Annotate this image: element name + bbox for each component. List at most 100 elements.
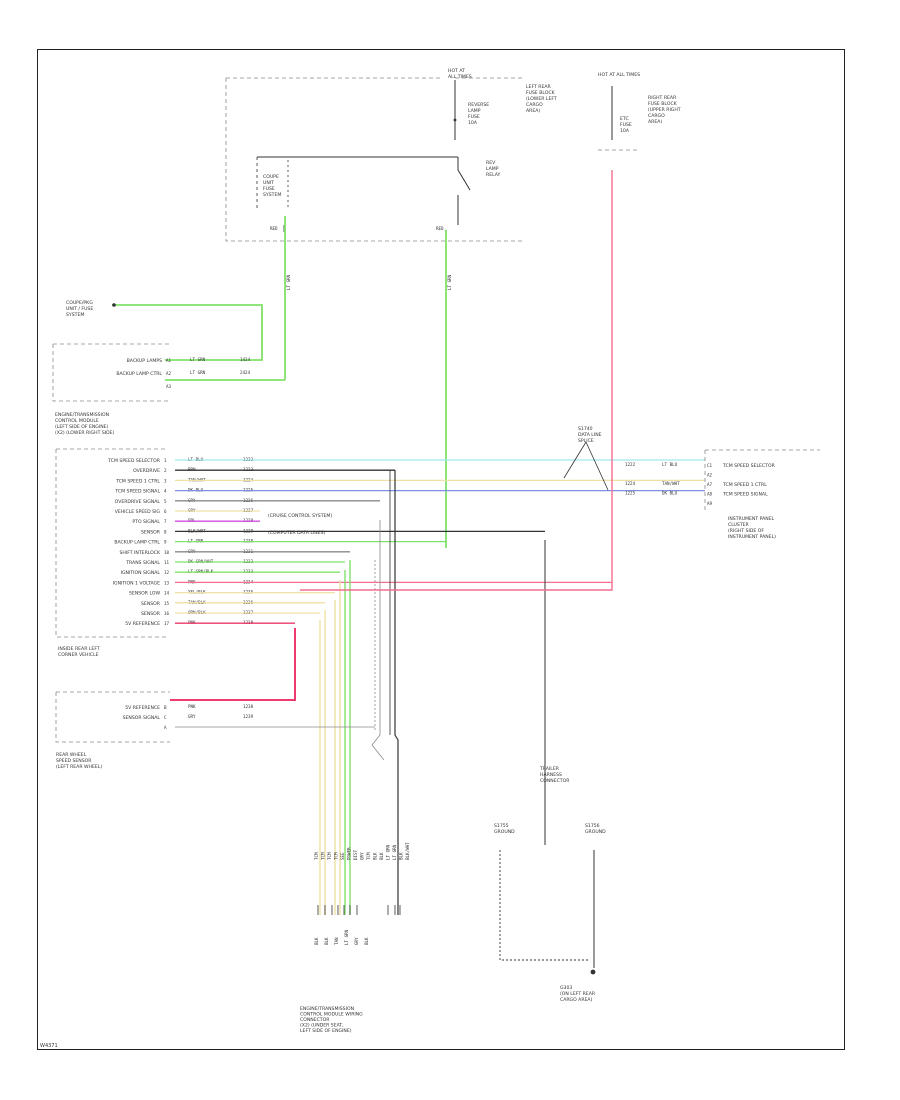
ipc-caption: INSTRUMENT PANEL bbox=[728, 516, 775, 522]
trailer-circuit: 1424 bbox=[240, 357, 251, 362]
left-fuse-block-label: LEFT REAR bbox=[526, 84, 552, 90]
tcm-row-label: SHIFT INTERLOCK bbox=[120, 550, 161, 556]
tcm-row-label: SENSOR bbox=[141, 529, 161, 535]
tcm-row-label: TCM SPEED SIGNAL bbox=[114, 489, 160, 495]
tcm-row-label: SENSOR bbox=[141, 611, 161, 617]
tcm-caption: INSIDE REAR LEFT bbox=[58, 646, 100, 652]
bottom-pin-label: TAN bbox=[334, 937, 339, 945]
tcm-pin: 2 bbox=[164, 468, 167, 473]
tcm-row-label: TRANS SIGNAL bbox=[125, 560, 160, 566]
bottom-vertical-label: LT GRN bbox=[386, 844, 391, 860]
ipc-pin: A2 bbox=[707, 473, 713, 478]
tcm-row-label: SENSOR LOW bbox=[129, 591, 160, 597]
diagram-frame bbox=[37, 49, 845, 1050]
inline-note: (COMPUTER DATA LINES) bbox=[268, 530, 326, 536]
ipc-pin: A8 bbox=[707, 492, 713, 497]
tcm-pin: 4 bbox=[164, 489, 167, 494]
bottom-caption: ENGINE/TRANSMISSION bbox=[300, 1006, 354, 1012]
coupe-unit-label: SYSTEM bbox=[66, 312, 84, 318]
trailer-wire-color: LT GRN bbox=[190, 357, 206, 362]
sensor-wire-color: GRY bbox=[188, 714, 196, 719]
coupe-label: FUSE bbox=[263, 186, 275, 192]
inline-note: (CRUISE CONTROL SYSTEM) bbox=[268, 513, 332, 519]
vertical-wire bbox=[371, 520, 385, 761]
coupe-unit-label: COUPE/PKG bbox=[66, 300, 93, 306]
trailer-pin: A1 bbox=[166, 358, 172, 363]
tcm-row-label: OVERDRIVE SIGNAL bbox=[115, 499, 161, 505]
tcm-pin: 16 bbox=[164, 611, 170, 616]
tcm-pin: 3 bbox=[164, 478, 167, 483]
ground-caption: CARGO AREA) bbox=[560, 997, 593, 1003]
bottom-caption: (X2) (UNDER SEAT, bbox=[300, 1023, 344, 1029]
tcm-pin: 9 bbox=[164, 540, 167, 545]
tcm-pin: 14 bbox=[164, 591, 170, 596]
tcm-title: (X2) (LOWER RIGHT SIDE) bbox=[55, 430, 115, 436]
tcm-row-label: TCM SPEED 1 CTRL bbox=[115, 478, 160, 484]
bottom-pin-label: BLK bbox=[364, 937, 369, 945]
tcm-pin: 8 bbox=[164, 529, 167, 534]
reverse-lamp-fuse-label: FUSE bbox=[468, 114, 480, 120]
bottom-vertical-label: GRY bbox=[360, 852, 365, 860]
tcm-pin: 7 bbox=[164, 519, 167, 524]
sensor-row-label: 5V REFERENCE bbox=[125, 705, 160, 711]
bottom-vertical-label: LT GRN bbox=[392, 844, 397, 860]
bottom-caption: CONNECTOR bbox=[300, 1017, 330, 1023]
sensor-pin: C bbox=[164, 715, 167, 720]
bottom-vertical-label: DIST bbox=[353, 849, 358, 860]
ground-wire bbox=[499, 850, 588, 961]
ipc-wire-color: TAN/WHT bbox=[662, 481, 680, 486]
right-fuse-block-label: RIGHT REAR bbox=[648, 95, 677, 101]
right-fuse-label: 10A bbox=[620, 128, 630, 134]
right-fuse-block-label: AREA) bbox=[648, 119, 662, 125]
bottom-vertical-label: BLK/WHT bbox=[405, 842, 410, 860]
tcm-pin: 1 bbox=[164, 458, 167, 463]
tcm-row-label: 5V REFERENCE bbox=[125, 621, 160, 627]
left-fuse-block-label: CARGO bbox=[526, 102, 543, 108]
trailer-box-outline bbox=[52, 344, 170, 402]
bottom-pin-label: BLK bbox=[314, 937, 319, 945]
ipc-wire-color: LT BLU bbox=[662, 462, 678, 467]
tcm-pin: 17 bbox=[164, 621, 170, 626]
tcm-pin: 15 bbox=[164, 601, 170, 606]
bottom-vertical-label: POWER bbox=[347, 847, 352, 860]
sensor-pin: A bbox=[164, 725, 167, 730]
left-fuse-block-label: (LOWER LEFT bbox=[526, 96, 557, 102]
bottom-vertical-label: TCM bbox=[327, 852, 332, 860]
trailer-pin: A3 bbox=[166, 384, 172, 389]
ipc-caption: CLUSTER bbox=[728, 522, 750, 528]
tcm-row-label: VEHICLE SPEED SIG bbox=[115, 509, 161, 515]
coupe-unit-label: UNIT / FUSE bbox=[66, 306, 93, 312]
wire-label: LT GRN bbox=[447, 274, 452, 290]
tcm-row-label: PTO SIGNAL bbox=[132, 519, 160, 525]
ipc-circuit: 1222 bbox=[625, 462, 636, 467]
trailer-wire-color: LT GRN bbox=[190, 370, 206, 375]
ipc-circuit: 1224 bbox=[625, 481, 636, 486]
ipc-wire-color: DK BLU bbox=[662, 491, 678, 496]
bottom-vertical-label: TCM bbox=[366, 852, 371, 860]
tcm-box-outline bbox=[55, 449, 167, 638]
splice-label: S1740 bbox=[578, 426, 593, 432]
tcm-row-label: SENSOR bbox=[141, 601, 161, 607]
sensor-circuit: 1239 bbox=[243, 714, 254, 719]
bottom-vertical-label: BLK bbox=[379, 852, 384, 860]
right-fuse-block-label: FUSE BLOCK bbox=[648, 101, 678, 107]
fuse-block-outline bbox=[225, 78, 525, 242]
ipc-row-label: TCM SPEED SIGNAL bbox=[722, 492, 768, 498]
trailer-harness-label: HARNESS bbox=[540, 772, 562, 778]
bottom-caption: CONTROL MODULE WIRING bbox=[300, 1012, 363, 1018]
bottom-pin-label: BLK bbox=[324, 937, 329, 945]
ipc-pin: C1 bbox=[707, 463, 713, 468]
tcm-caption: CORNER VEHICLE bbox=[58, 652, 99, 658]
tcm-title: (LEFT SIDE OF ENGINE) bbox=[55, 424, 109, 430]
trailer-harness-label: TRAILER bbox=[539, 766, 560, 772]
wire-pink bbox=[170, 628, 296, 701]
tcm-pin: 13 bbox=[164, 580, 170, 585]
bottom-vertical-label: TCM bbox=[321, 852, 326, 860]
reverse-lamp-fuse-label: REVERSE bbox=[468, 102, 489, 108]
bottom-caption: LEFT SIDE OF ENGINE) bbox=[300, 1028, 352, 1034]
hot-at-all-times-right-label: HOT AT ALL TIMES bbox=[598, 72, 640, 78]
tcm-row-label: BACKUP LAMP CTRL bbox=[114, 540, 160, 546]
ground-left-label: GROUND bbox=[494, 829, 515, 835]
ipc-pin: A7 bbox=[707, 482, 713, 487]
sensor-circuit: 1238 bbox=[243, 704, 254, 709]
